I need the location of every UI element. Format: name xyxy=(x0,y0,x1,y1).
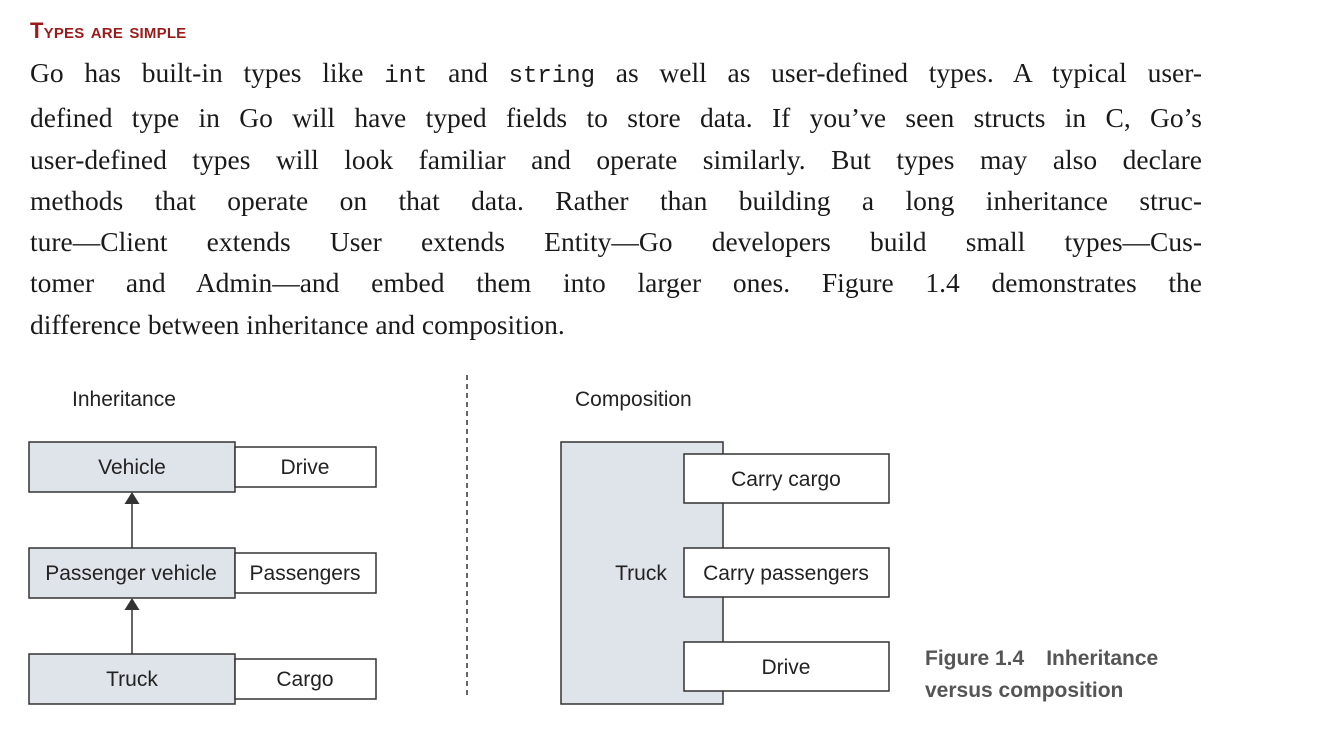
caption-title: Inheritance xyxy=(1046,647,1158,670)
member-label-drive: Drive xyxy=(280,456,329,479)
member-label-passengers: Passengers xyxy=(250,562,361,585)
paragraph-line-7: difference between inheritance and compo… xyxy=(30,308,565,340)
paragraph-line-6: tomer and Admin—and embed them into larg… xyxy=(30,267,1202,299)
type-label-truck: Truck xyxy=(106,668,158,691)
code-string: string xyxy=(508,63,596,90)
paragraph-line-4: methods that operate on that data. Rathe… xyxy=(30,184,1202,216)
part-label-carry-cargo: Carry cargo xyxy=(731,468,841,491)
code-int: int xyxy=(384,63,428,90)
figure-caption-line-2: versus composition xyxy=(925,679,1123,702)
member-box-cargo xyxy=(234,658,377,700)
composition-title: Composition xyxy=(575,388,692,411)
part-box-carry-cargo xyxy=(683,453,890,504)
figure-number: Figure 1.4 xyxy=(925,647,1025,670)
type-box-vehicle xyxy=(28,441,236,493)
inheritance-title: Inheritance xyxy=(72,388,176,411)
text-run: as well as user-defined types. A typical… xyxy=(595,57,1202,88)
member-box-passengers xyxy=(234,552,377,594)
member-box-drive xyxy=(234,446,377,488)
part-label-carry-passengers: Carry passengers xyxy=(703,562,869,585)
member-label-cargo: Cargo xyxy=(276,668,333,691)
text-run: Go has built-in types like xyxy=(30,57,385,88)
part-box-drive xyxy=(683,641,890,692)
type-label-passenger-vehicle: Passenger vehicle xyxy=(45,562,217,585)
figure-1-4-diagram: Inheritance Vehicle Drive Passenger vehi… xyxy=(28,375,1158,705)
paragraph-line-3: user-defined types will look familiar an… xyxy=(30,143,1202,175)
container-label-truck: Truck xyxy=(615,562,667,585)
section-heading: Types are simple xyxy=(30,18,187,43)
part-label-drive: Drive xyxy=(761,656,810,679)
body-paragraph: Go has built-in types like int and strin… xyxy=(30,52,1202,345)
figure-caption-line-1: Figure 1.4 Inheritance xyxy=(925,647,1158,670)
type-label-vehicle: Vehicle xyxy=(98,456,166,479)
paragraph-line-5: ture—Client extends User extends Entity—… xyxy=(30,226,1202,258)
paragraph-line-2: defined type in Go will have typed field… xyxy=(30,102,1202,134)
part-box-carry-passengers xyxy=(683,547,890,598)
text-run: and xyxy=(427,57,509,88)
paragraph-line-1: Go has built-in types like int and strin… xyxy=(30,52,1202,97)
